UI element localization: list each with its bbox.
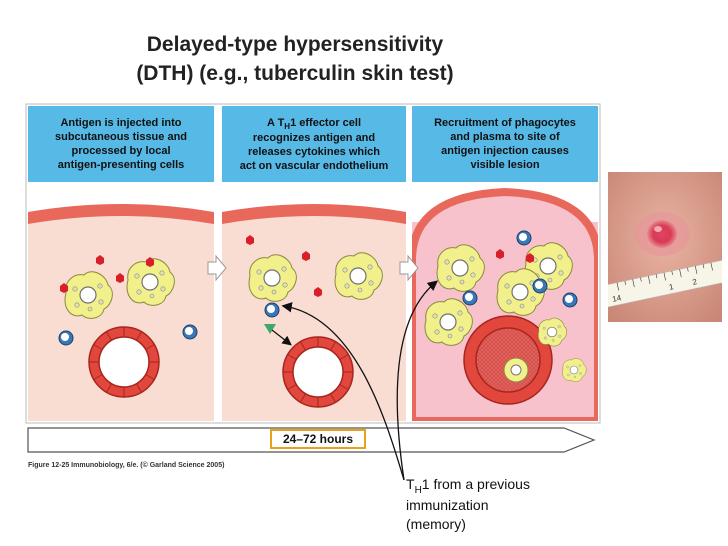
ruler-number-2: 2 — [692, 277, 699, 287]
skin-surface — [28, 204, 214, 224]
cytokine — [264, 324, 276, 334]
measuring-tape: 1 2 14 — [608, 257, 722, 309]
diagram-outline — [25, 103, 601, 424]
title-line-1: Delayed-type hypersensitivity — [146, 33, 444, 56]
figure-credit: Figure 12-25 Immunobiology, 6/e. (© Garl… — [28, 462, 225, 469]
blood-vessel-1 — [88, 326, 160, 398]
t-cell-4 — [562, 292, 578, 308]
memory-caption: TH1 from a previous immunization (memory… — [406, 476, 530, 532]
progress-arrow-2 — [399, 254, 419, 282]
t-cell-5 — [532, 278, 548, 294]
panel-1 — [28, 106, 214, 421]
memory-pointer-1 — [281, 302, 405, 481]
t-cell-2 — [182, 324, 198, 340]
progress-arrow-1 — [207, 254, 227, 282]
slide-title: Delayed-type hypersensitivity (DTH) (e.g… — [60, 30, 530, 88]
panel-3-text: Recruitment of phagocytes and plasma to … — [434, 117, 576, 171]
memory-pointer-2 — [396, 280, 439, 481]
t-cell-3 — [516, 230, 532, 246]
inflamed-vessel — [463, 315, 553, 405]
panel-2-header — [222, 106, 406, 182]
panel-2 — [222, 106, 406, 421]
t-cell-6 — [462, 290, 478, 306]
panel-2-text: A TH1 effector cell recognizes antigen a… — [239, 117, 389, 172]
t-cell-1 — [58, 330, 74, 346]
th1-cell — [264, 302, 280, 318]
blood-vessel-2 — [282, 336, 354, 408]
panel-3-header — [412, 106, 598, 182]
ruler-number-3: 14 — [611, 293, 622, 304]
panel-1-text: Antigen is injected into subcutaneous ti… — [54, 117, 188, 171]
timeline-label: 24–72 hours — [270, 429, 366, 449]
title-line-2: (DTH) (e.g., tuberculin skin test) — [136, 62, 454, 85]
ruler-number-1: 1 — [668, 282, 675, 292]
skin-test-photo: 1 2 14 — [608, 172, 722, 322]
panel-1-header — [28, 106, 214, 182]
panel-3 — [412, 106, 598, 421]
